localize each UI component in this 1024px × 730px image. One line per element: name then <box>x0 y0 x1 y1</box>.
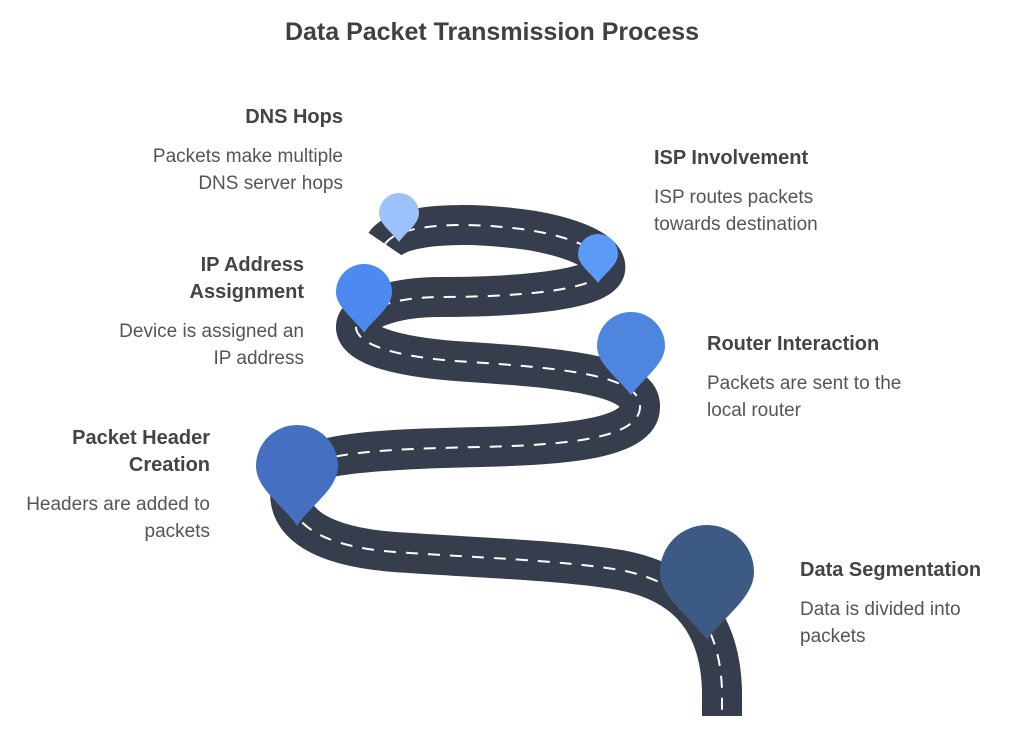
step-packet-header-creation: Packet Header Creation Headers are added… <box>10 425 210 545</box>
step-isp-involvement: ISP Involvement ISP routes packets towar… <box>654 145 864 238</box>
step-title: Packet Header Creation <box>72 427 210 476</box>
step-description: Packets are sent to the local router <box>707 373 902 421</box>
step-title: IP Address Assignment <box>189 254 304 303</box>
step-router-interaction: Router Interaction Packets are sent to t… <box>707 331 917 424</box>
step-description: Device is assigned an IP address <box>119 321 304 369</box>
map-pin-icon-header <box>256 425 338 526</box>
lane-markings <box>289 224 723 716</box>
diagram-title: Data Packet Transmission Process <box>284 18 700 46</box>
step-description: Headers are added to packets <box>26 494 210 542</box>
step-ip-address-assignment: IP Address Assignment Device is assigned… <box>100 252 304 372</box>
map-pin-icon-segmentation <box>660 525 754 641</box>
map-pin-icon-isp <box>578 234 618 283</box>
step-dns-hops: DNS Hops Packets make multiple DNS serve… <box>150 104 343 197</box>
map-pin-icon-dns <box>379 193 419 242</box>
step-description: Data is divided into packets <box>800 599 961 647</box>
step-title: Data Segmentation <box>800 559 982 581</box>
map-pin-icon-router <box>597 312 665 396</box>
step-title: DNS Hops <box>245 106 343 128</box>
step-title: Router Interaction <box>707 333 880 355</box>
step-description: Packets make multiple DNS server hops <box>152 146 343 194</box>
map-pin-icon-ip <box>336 264 392 333</box>
step-title: ISP Involvement <box>654 147 809 169</box>
step-data-segmentation: Data Segmentation Data is divided into p… <box>800 557 1010 650</box>
step-description: ISP routes packets towards destination <box>654 187 818 235</box>
